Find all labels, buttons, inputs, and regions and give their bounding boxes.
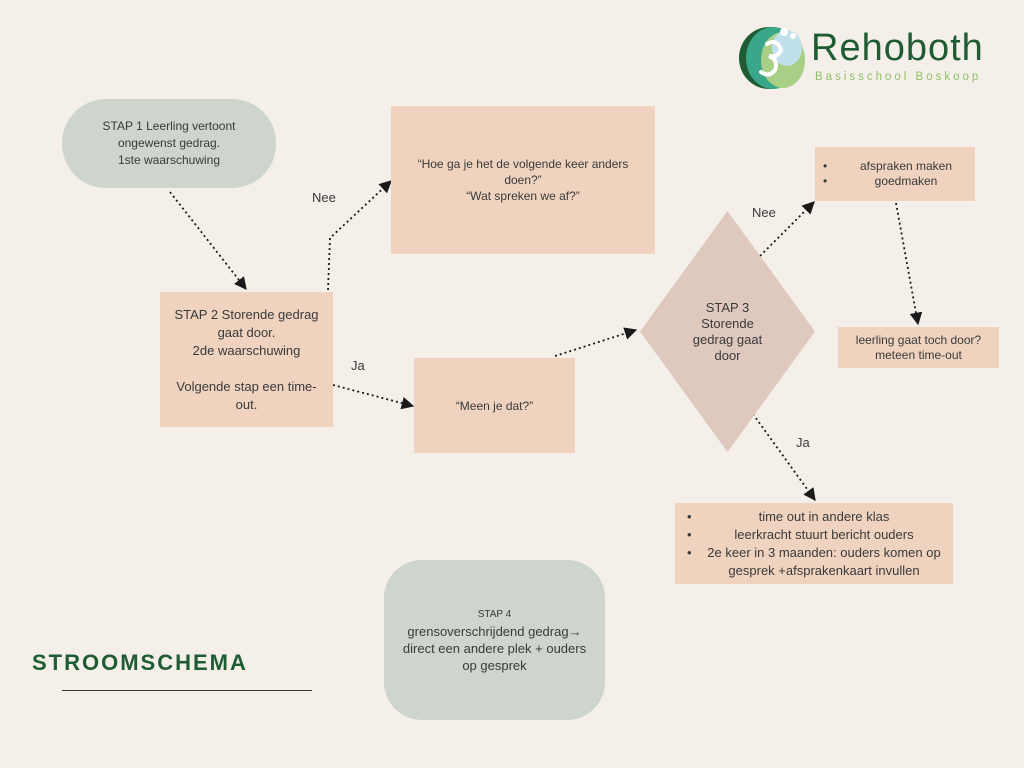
stap2-node: STAP 2 Storende gedrag gaat door. 2de wa… (160, 292, 333, 427)
question-text: “Hoe ga je het de volgende keer anders d… (417, 157, 629, 203)
arrow-meen-stap3 (554, 327, 638, 357)
stap4-label: STAP 4 (477, 609, 512, 620)
list-item: afspraken maken (823, 159, 975, 174)
school-logo-icon (739, 27, 805, 89)
arrow-stap3-timeout (749, 409, 816, 502)
list-item: goedmaken (823, 174, 975, 189)
question-node: “Hoe ga je het de volgende keer anders d… (391, 106, 655, 254)
arrow-stap1-stap2 (169, 191, 247, 290)
title-underline (62, 690, 312, 691)
timeout-node: time out in andere klas leerkracht stuur… (675, 503, 953, 584)
edge-label-nee: Nee (312, 190, 336, 205)
decision-diamond-shape (640, 211, 815, 452)
meen-text: “Meen je dat?” (455, 398, 534, 413)
stap4-node: STAP 4 grensoverschrijdend gedrag→ direc… (384, 560, 605, 720)
timeout-list: time out in andere klas leerkracht stuur… (675, 508, 953, 580)
edge-label-ja: Ja (796, 435, 810, 450)
edge-label-nee: Nee (752, 205, 776, 220)
list-item: 2e keer in 3 maanden: ouders komen op ge… (687, 544, 947, 580)
stap2-text: STAP 2 Storende gedrag gaat door. 2de wa… (174, 306, 319, 412)
meen-node: “Meen je dat?” (414, 358, 575, 453)
edge-label-ja: Ja (351, 358, 365, 373)
page-title: STROOMSCHEMA (32, 650, 248, 675)
logo: Rehoboth Basisschool Boskoop (737, 22, 1007, 92)
afspraken-list: afspraken maken goedmaken (815, 159, 975, 189)
list-item: time out in andere klas (687, 508, 947, 526)
stap1-node: STAP 1 Leerling vertoont ongewenst gedra… (62, 99, 276, 188)
stap1-text: STAP 1 Leerling vertoont ongewenst gedra… (102, 119, 236, 167)
afspraken-node: afspraken maken goedmaken (815, 147, 975, 201)
stap3-text: STAP 3 Storende gedrag gaat door (692, 299, 763, 363)
arrow-stap2-meen (332, 384, 415, 410)
stap3-decision: STAP 3 Storende gedrag gaat door (640, 211, 815, 452)
logo-name: Rehoboth (811, 27, 984, 69)
logo-subtitle: Basisschool Boskoop (815, 71, 982, 83)
arrow-stap2-question (327, 180, 392, 291)
arrow-afspraken-leerling (895, 202, 923, 326)
leerling-text: leerling gaat toch door? meteen time-out (855, 332, 982, 362)
leerling-node: leerling gaat toch door? meteen time-out (838, 327, 999, 368)
list-item: leerkracht stuurt bericht ouders (687, 526, 947, 544)
stap4-text: grensoverschrijdend gedrag→ direct een a… (402, 624, 587, 673)
